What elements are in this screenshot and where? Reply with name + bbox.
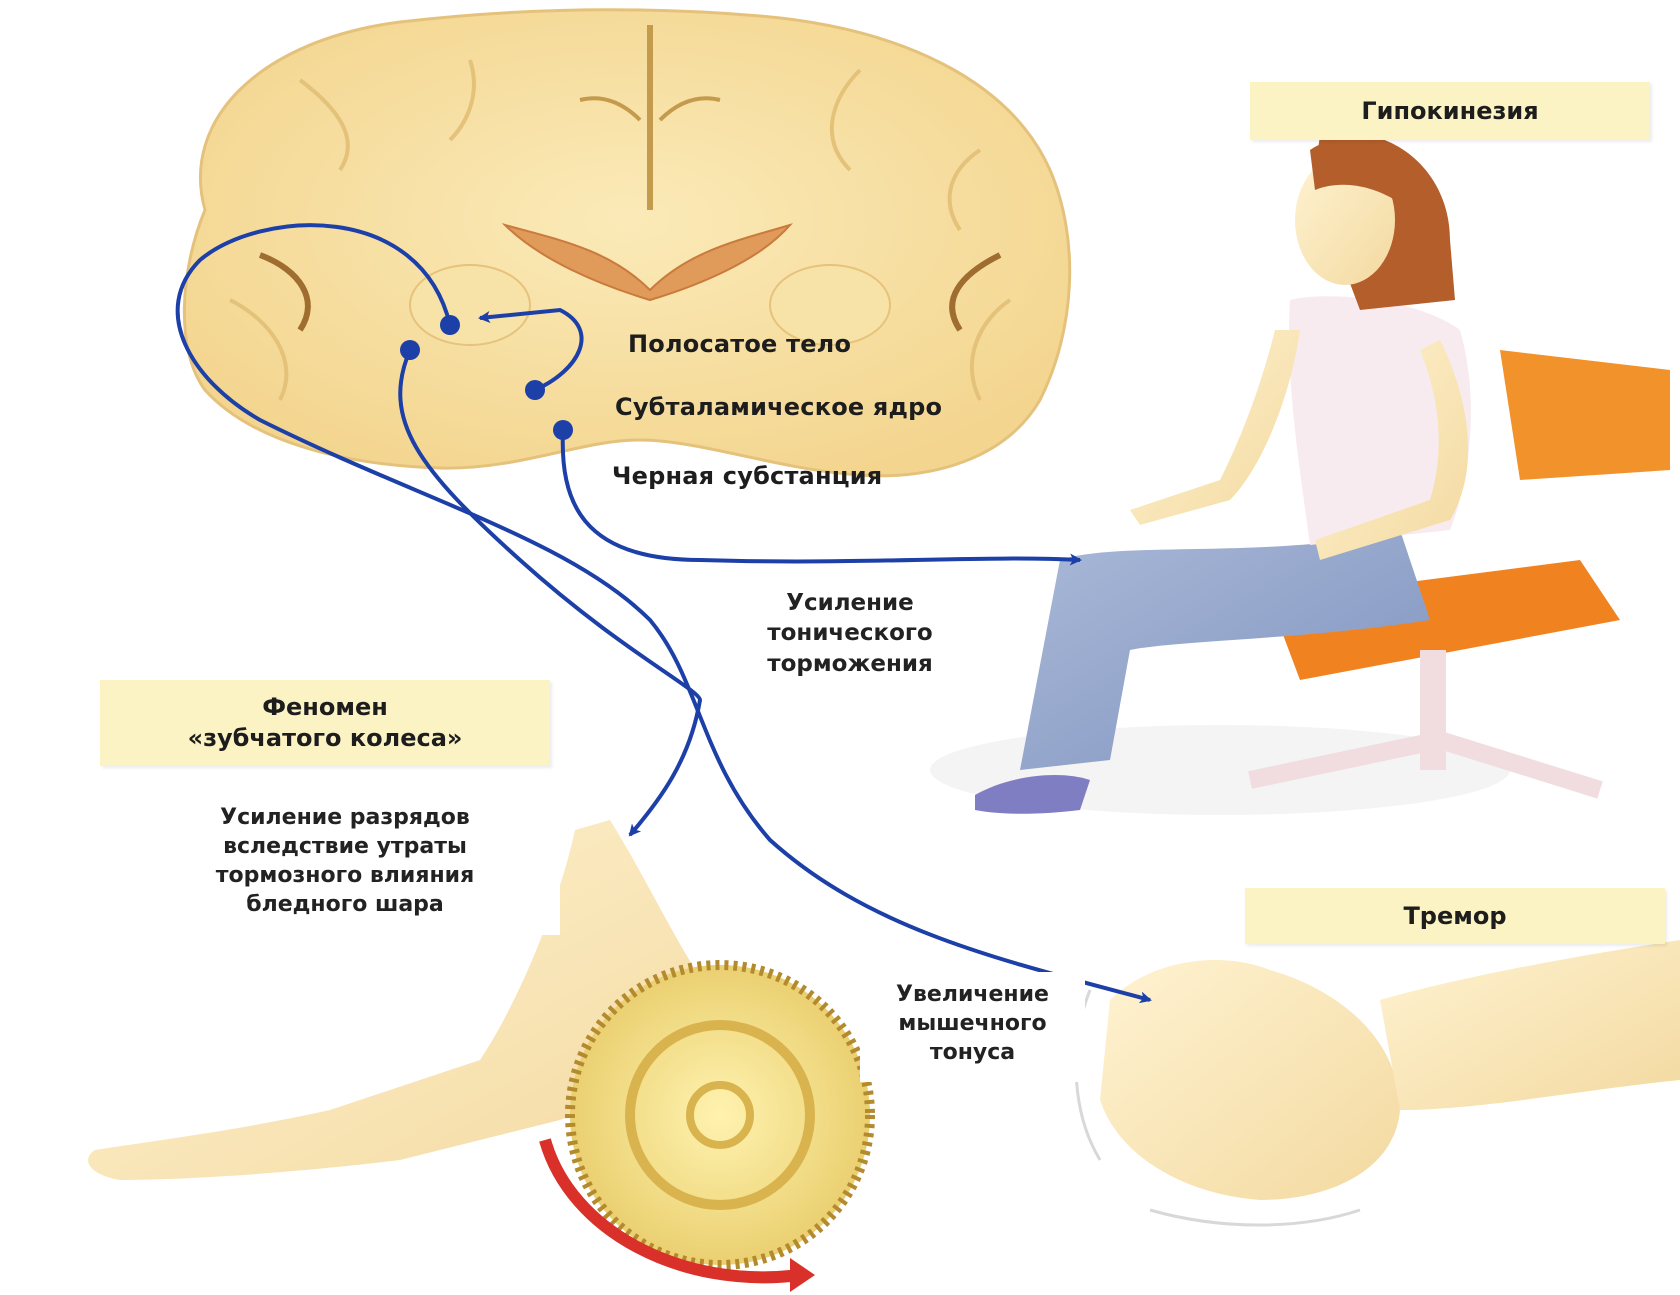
cogwheel-note: Усиление разрядов вследствие утраты торм… bbox=[130, 795, 560, 935]
cogwheel-note-line-1: Усиление разрядов bbox=[130, 803, 560, 832]
tonic-line-2: тонического bbox=[740, 618, 960, 648]
tonic-inhibition-note: Усиление тонического торможения bbox=[740, 588, 960, 679]
striatum-dot bbox=[440, 315, 460, 335]
fist bbox=[1100, 960, 1400, 1200]
cogwheel-title-line-2: «зубчатого колеса» bbox=[100, 723, 550, 754]
nigra-dot bbox=[553, 420, 573, 440]
nigra-label: Черная субстанция bbox=[612, 462, 882, 490]
cogwheel-title-line-1: Феномен bbox=[100, 692, 550, 723]
striatum-label: Полосатое тело bbox=[628, 330, 851, 358]
striatum-dot-2 bbox=[400, 340, 420, 360]
tremor-box: Тремор bbox=[1245, 888, 1665, 944]
tonic-line-3: торможения bbox=[740, 649, 960, 679]
cogwheel-note-line-2: вследствие утраты bbox=[130, 832, 560, 861]
muscle-tone-line-1: Увеличение bbox=[860, 980, 1085, 1009]
muscle-tone-line-3: тонуса bbox=[860, 1038, 1085, 1067]
subthalamic-dot bbox=[525, 380, 545, 400]
muscle-tone-line-2: мышечного bbox=[860, 1009, 1085, 1038]
chair-back bbox=[1500, 350, 1670, 480]
subthalamic-label: Субталамическое ядро bbox=[615, 393, 942, 421]
cogwheel-title-box: Феномен «зубчатого колеса» bbox=[100, 680, 550, 766]
tremor-hand bbox=[1076, 940, 1680, 1225]
cogwheel bbox=[570, 965, 870, 1265]
cogwheel-note-line-4: бледного шара bbox=[130, 890, 560, 919]
muscle-tone-note: Увеличение мышечного тонуса bbox=[860, 972, 1085, 1082]
cogwheel-note-line-3: тормозного влияния bbox=[130, 861, 560, 890]
hypokinesia-box: Гипокинезия bbox=[1250, 82, 1650, 140]
tonic-line-1: Усиление bbox=[740, 588, 960, 618]
